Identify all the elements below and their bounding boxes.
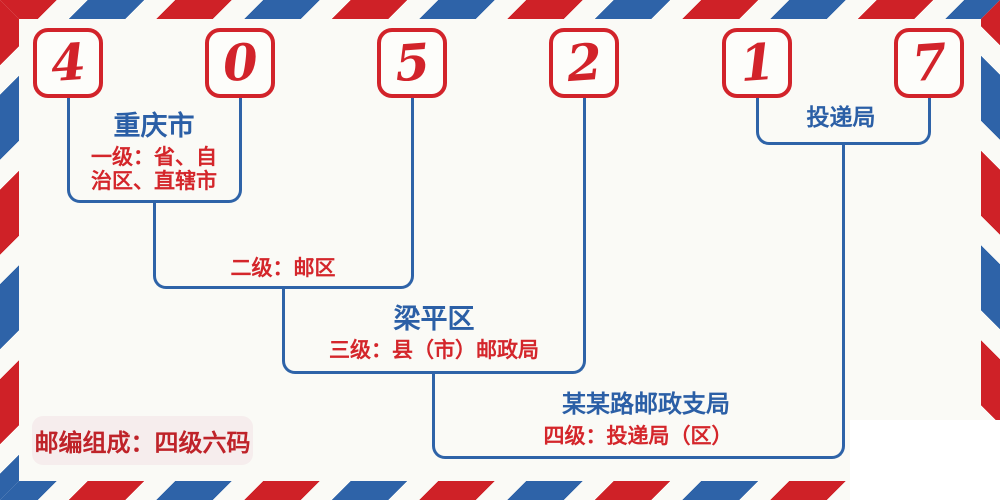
level1-name-label: 重庆市 [113, 111, 195, 142]
digit-value-5: 1 [737, 31, 777, 94]
digit-value-3: 5 [392, 31, 432, 94]
airmail-border-right [981, 0, 1000, 500]
digit-box-4: 2 [549, 28, 619, 98]
digit-box-2: 0 [205, 28, 275, 98]
delivery-bracket-left-line [755, 97, 759, 132]
digit-value-2: 0 [220, 31, 260, 94]
digit-box-6: 7 [894, 28, 964, 98]
delivery-bracket-right-line [927, 97, 931, 132]
level3-desc-label: 三级：县（市）邮政局 [329, 338, 539, 362]
bracket3-stem [431, 373, 435, 445]
bracket3-bottom [281, 359, 586, 374]
composition-badge: 邮编组成：四级六码 [32, 416, 253, 465]
digit-value-1: 4 [48, 31, 88, 94]
level3-name-label: 梁平区 [393, 304, 475, 335]
level2-desc-label: 二级：邮区 [230, 256, 336, 280]
digit-box-5: 1 [722, 28, 792, 98]
bracket2-stem [281, 288, 285, 360]
digit-box-3: 5 [377, 28, 447, 98]
bracket1-left-line [66, 97, 70, 189]
bracket3-right-line [582, 97, 586, 360]
bracket2-right-line [410, 97, 414, 275]
airmail-border-top [0, 0, 1000, 19]
bracket4-bottom [431, 444, 845, 459]
delivery-bracket-bottom [755, 130, 931, 145]
level4-desc-label: 四级：投递局（区） [543, 424, 733, 448]
delivery-bracket-stem [841, 144, 845, 445]
level4-name-label: 某某路邮政支局 [562, 389, 730, 418]
bracket2-bottom [152, 274, 414, 289]
composition-badge-text: 邮编组成：四级六码 [34, 428, 251, 457]
airmail-border-left [0, 0, 19, 500]
digit-value-4: 2 [564, 31, 604, 94]
delivery-label: 投递局 [806, 104, 876, 131]
airmail-border-bottom [0, 481, 1000, 500]
digit-value-6: 7 [909, 31, 949, 94]
bracket1-right-line [238, 97, 242, 189]
level1-desc-line1: 一级：省、自 [91, 145, 217, 169]
corner-white-patch [850, 420, 1000, 500]
bracket1-stem [152, 202, 156, 275]
digit-box-1: 4 [33, 28, 103, 98]
bracket1-bottom [66, 188, 242, 203]
level1-desc-line2: 治区、直辖市 [91, 169, 217, 193]
